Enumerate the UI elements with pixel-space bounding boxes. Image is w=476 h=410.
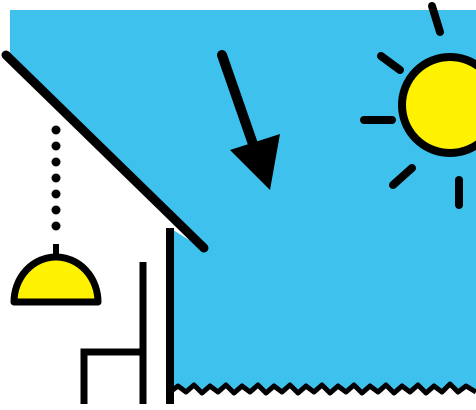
pendant-lamp-icon xyxy=(14,257,98,302)
lamp-chain xyxy=(52,126,61,259)
chain-dot xyxy=(52,190,61,199)
chain-dot xyxy=(52,126,61,135)
chain-dot xyxy=(52,142,61,151)
chain-dot xyxy=(52,206,61,215)
sky-area xyxy=(10,10,476,393)
furniture xyxy=(84,352,143,404)
chain-dot xyxy=(52,158,61,167)
chain-dot xyxy=(52,174,61,183)
chain-dot xyxy=(52,222,61,231)
